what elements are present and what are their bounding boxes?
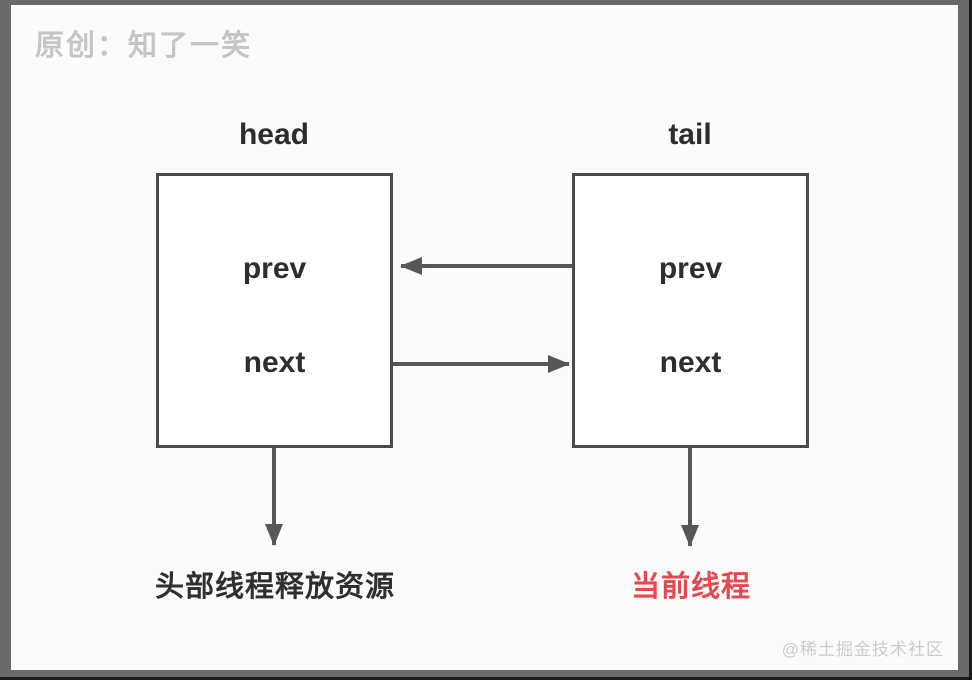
head-node-box: prev next [156, 173, 393, 448]
watermark-text: @稀土掘金技术社区 [781, 640, 944, 659]
tail-node-box: prev next [572, 173, 809, 448]
head-node-label: head [238, 118, 310, 151]
tail-prev-field: prev [658, 252, 723, 285]
tail-next-field: next [659, 346, 722, 379]
tail-node-label: tail [668, 118, 712, 151]
head-next-field: next [243, 346, 306, 379]
head-prev-field: prev [242, 252, 307, 285]
attribution-text: 原创：知了一笑 [35, 30, 253, 62]
head-caption: 头部线程释放资源 [154, 571, 395, 603]
tail-caption: 当前线程 [630, 571, 751, 603]
diagram-canvas: 原创：知了一笑 head tail prev next prev next [11, 5, 958, 670]
